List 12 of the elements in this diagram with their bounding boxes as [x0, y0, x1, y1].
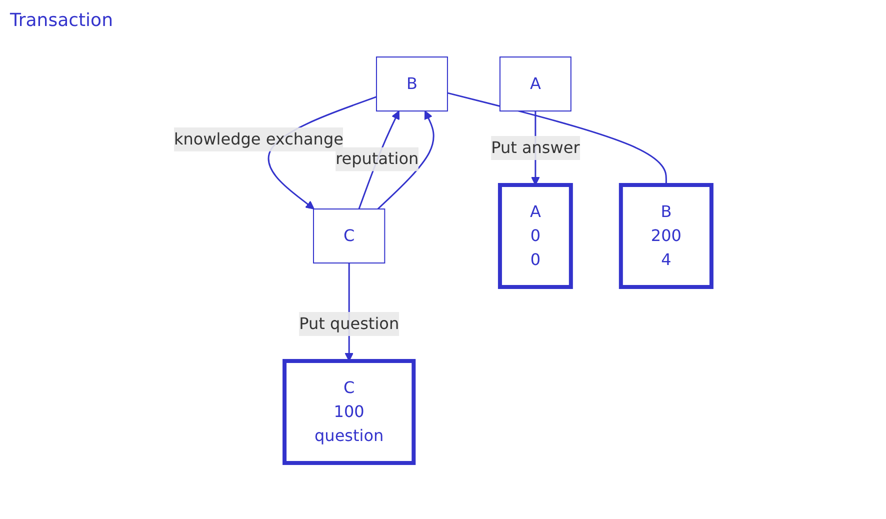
node-box: C: [313, 208, 386, 263]
edge-label: knowledge exchange: [174, 128, 344, 148]
node-box: B: [376, 56, 448, 111]
node-box: A: [500, 56, 572, 111]
node-box: B 200 4: [619, 182, 714, 288]
diagram-label: Transaction: [10, 10, 113, 31]
node-box: C 100 question: [282, 358, 416, 464]
edge-label: Put answer: [491, 137, 580, 156]
arrow: [378, 110, 435, 210]
node-box: A 0 0: [498, 182, 574, 288]
edge-label: reputation: [336, 148, 419, 168]
edge-label: Put question: [299, 313, 400, 332]
